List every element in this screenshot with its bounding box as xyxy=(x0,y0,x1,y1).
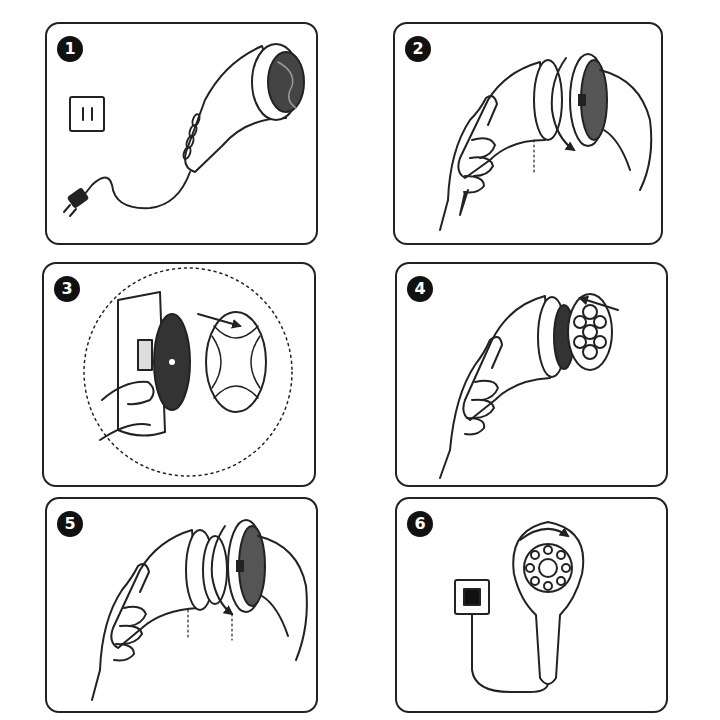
panel4-art xyxy=(440,294,618,478)
step-panel: 2 xyxy=(393,22,663,245)
step-number: 4 xyxy=(407,276,433,302)
step-number: 6 xyxy=(407,511,433,537)
panel2-art xyxy=(440,54,651,230)
panel3-art xyxy=(84,268,292,476)
step-panel: 5 xyxy=(45,497,318,713)
panel5-art xyxy=(92,520,307,700)
step-number: 5 xyxy=(57,511,83,537)
step-number: 2 xyxy=(405,36,431,62)
panel1-art xyxy=(64,44,304,216)
step-panel: 3 xyxy=(42,262,316,487)
step-panel: 1 xyxy=(45,22,318,245)
step-number: 3 xyxy=(54,276,80,302)
panel6-art xyxy=(455,522,583,692)
step-panel: 6 xyxy=(395,497,668,713)
step-panel: 4 xyxy=(395,262,668,487)
step-number: 1 xyxy=(57,36,83,62)
